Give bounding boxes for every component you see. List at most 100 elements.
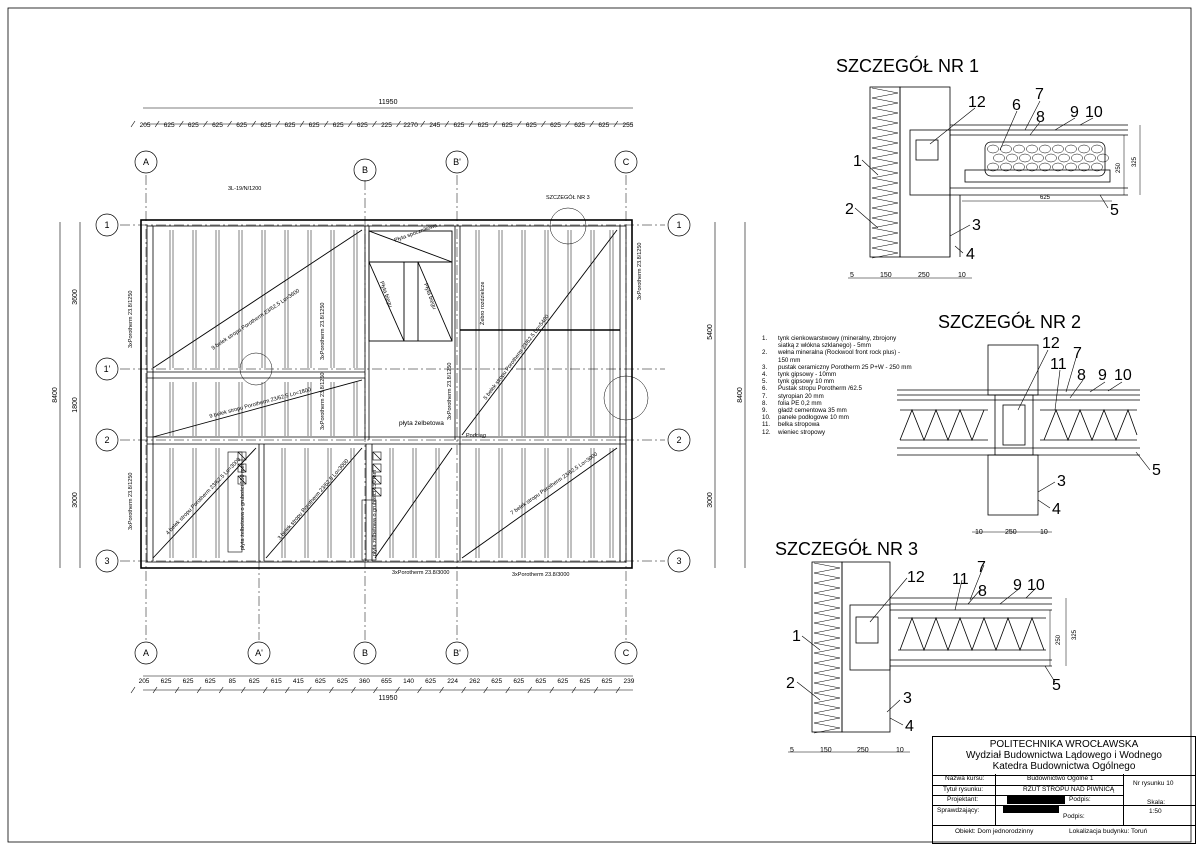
dim-value: 239 — [624, 678, 635, 685]
dim-value: 262 — [469, 678, 480, 685]
department-name: Katedra Budownictwa Ogólnego — [992, 761, 1136, 772]
dim-right-5400: 5400 — [707, 324, 714, 340]
detail-3-dim-2: 250 — [857, 747, 869, 754]
legend-number: 8. — [762, 399, 768, 407]
detail-3-label-1: 1 — [792, 628, 801, 645]
dim-value: 625 — [513, 678, 524, 685]
beam-label-top-left: 3L-19/N/1200 — [228, 186, 261, 192]
outer-wall — [140, 219, 633, 569]
detail-2-label-10: 10 — [1114, 367, 1132, 384]
detail-1-label-6: 6 — [1012, 97, 1021, 114]
beam-label-7: 3xPorotherm 23.8/3000 — [392, 570, 449, 576]
axis-bottom-a-prime: A' — [255, 648, 263, 658]
object-name: Obiekt: Dom jednorodzinny — [955, 828, 1034, 835]
dim-value: 205 — [140, 122, 151, 129]
dim-value: 625 — [357, 122, 368, 129]
course-label: Nazwa kursu: — [945, 775, 985, 782]
dim-value: 625 — [574, 122, 585, 129]
detail-1-label-2: 2 — [845, 201, 854, 218]
dim-value: 625 — [161, 678, 172, 685]
detail-1-span: 625 — [1040, 195, 1051, 201]
dim-left-total: 8400 — [52, 387, 59, 403]
dim-value: 625 — [502, 122, 513, 129]
legend-item: 1.tynk cienkowarstwowy (mineralny, zbroj… — [762, 335, 912, 349]
legend-number: 6. — [762, 385, 768, 393]
detail-1-label-8: 8 — [1036, 109, 1045, 126]
axis-bottom-b-prime: B' — [453, 648, 461, 658]
dim-value: 2270 — [403, 122, 418, 129]
detail-3-label-4: 4 — [905, 718, 914, 735]
axis-left-3: 3 — [104, 556, 109, 566]
legend-text: pustak ceramiczny Porotherm 25 P+W - 250… — [778, 363, 912, 371]
diag-label-6: 7 belek stropu Porotherm 23/62.5 Lo=3000 — [510, 452, 599, 517]
dim-value: 625 — [315, 678, 326, 685]
legend-number: 3. — [762, 363, 768, 371]
checker-label: Sprawdzający: — [937, 807, 980, 814]
axis-right-1: 1 — [676, 220, 681, 230]
detail-3-label-2: 2 — [786, 675, 795, 692]
scale-value: 1:50 — [1149, 808, 1162, 815]
dim-value: 625 — [309, 122, 320, 129]
legend-text: belka stropowa — [778, 421, 820, 429]
detail-1-h2: 325 — [1132, 156, 1138, 167]
detail-1-dim-0: 5 — [850, 272, 854, 279]
diag-label-2: 9 belek stropu Porotherm 23/62.5 Lo=1800 — [209, 387, 312, 420]
dim-value: 625 — [491, 678, 502, 685]
diag-label-3: 4 belek stropu Porotherm 23/62.5 Lo=3000 — [165, 457, 242, 537]
materials-legend: 1.tynk cienkowarstwowy (mineralny, zbroj… — [762, 335, 912, 436]
checker-signature-label: Podpis: — [1063, 813, 1085, 820]
beam-label-4: 3xPorotherm 23.8/1250 — [320, 373, 326, 430]
detail-3-h2: 325 — [1072, 629, 1078, 640]
callout-circle-1 — [549, 207, 587, 245]
detail-1-label-5: 5 — [1110, 202, 1119, 219]
slab-label: płyta żelbetowa — [399, 420, 444, 427]
detail-2-label-11: 11 — [1050, 356, 1067, 373]
detail-2-label-8: 8 — [1077, 367, 1086, 384]
beam-label-6: 3xPorotherm 23.8/1250 — [637, 243, 643, 300]
legend-number: 4. — [762, 371, 768, 379]
legend-item: 4. tynk gipsowy - 10mm — [762, 371, 912, 378]
dim-value: 625 — [333, 122, 344, 129]
detail-3-label-8: 8 — [978, 583, 987, 600]
beam-label-2: 3xPorotherm 23.8/1250 — [128, 473, 134, 530]
detail-3-dim-0: 5 — [790, 747, 794, 754]
dim-value: 625 — [212, 122, 223, 129]
legend-item: 10.panele podłogowe 10 mm — [762, 414, 912, 421]
detail-1-label-12: 12 — [968, 94, 986, 111]
dim-left-3600: 3600 — [72, 289, 79, 305]
redacted-checker — [1003, 805, 1059, 813]
dim-value: 625 — [453, 122, 464, 129]
beam-label-3: 3xPorotherm 23.8/1250 — [320, 303, 326, 360]
sheet-frame — [7, 7, 1192, 843]
legend-text: tynk gipsowy - 10mm — [778, 371, 837, 379]
dim-value: 415 — [293, 678, 304, 685]
title-block-header: POLITECHNIKA WROCŁAWSKA Wydział Budownic… — [933, 737, 1195, 776]
podciag-label: Podciąg — [466, 433, 486, 439]
dim-value: 655 — [381, 678, 392, 685]
legend-item: 9.gładź cementowa 35 mm — [762, 407, 912, 414]
detail-3-label-5: 5 — [1052, 677, 1061, 694]
dim-right-3000: 3000 — [707, 492, 714, 508]
legend-text: panele podłogowe 10 mm — [778, 414, 849, 422]
dim-value: 85 — [229, 678, 237, 685]
callout-circle-2 — [239, 352, 273, 386]
course-name: Budownictwo Ogólne 1 — [1027, 775, 1094, 782]
dim-left-1800: 1800 — [72, 397, 79, 413]
detail-3-label-3: 3 — [903, 690, 912, 707]
detail-1-dim-3: 10 — [958, 272, 966, 279]
rib-label: Żebro rozdzielcze — [479, 282, 486, 325]
detail-2-label-9: 9 — [1098, 367, 1107, 384]
diag-label-4: 3 belek stropu Porotherm 23/62.5 Lo=3000 — [277, 458, 350, 541]
detail-3-label-10: 10 — [1027, 577, 1045, 594]
dim-value: 205 — [139, 678, 150, 685]
dim-left-3000: 3000 — [72, 492, 79, 508]
dim-value: 625 — [284, 122, 295, 129]
designer-label: Projektant: — [947, 796, 979, 803]
dim-value: 625 — [188, 122, 199, 129]
dim-value: 625 — [478, 122, 489, 129]
legend-item: 2.wełna mineralna (Rockwool front rock p… — [762, 349, 912, 363]
faculty-name: Wydział Budownictwa Lądowego i Wodnego — [966, 750, 1162, 761]
detail-1-label-4: 4 — [966, 246, 975, 263]
legend-text: styropian 20 mm — [778, 392, 824, 400]
